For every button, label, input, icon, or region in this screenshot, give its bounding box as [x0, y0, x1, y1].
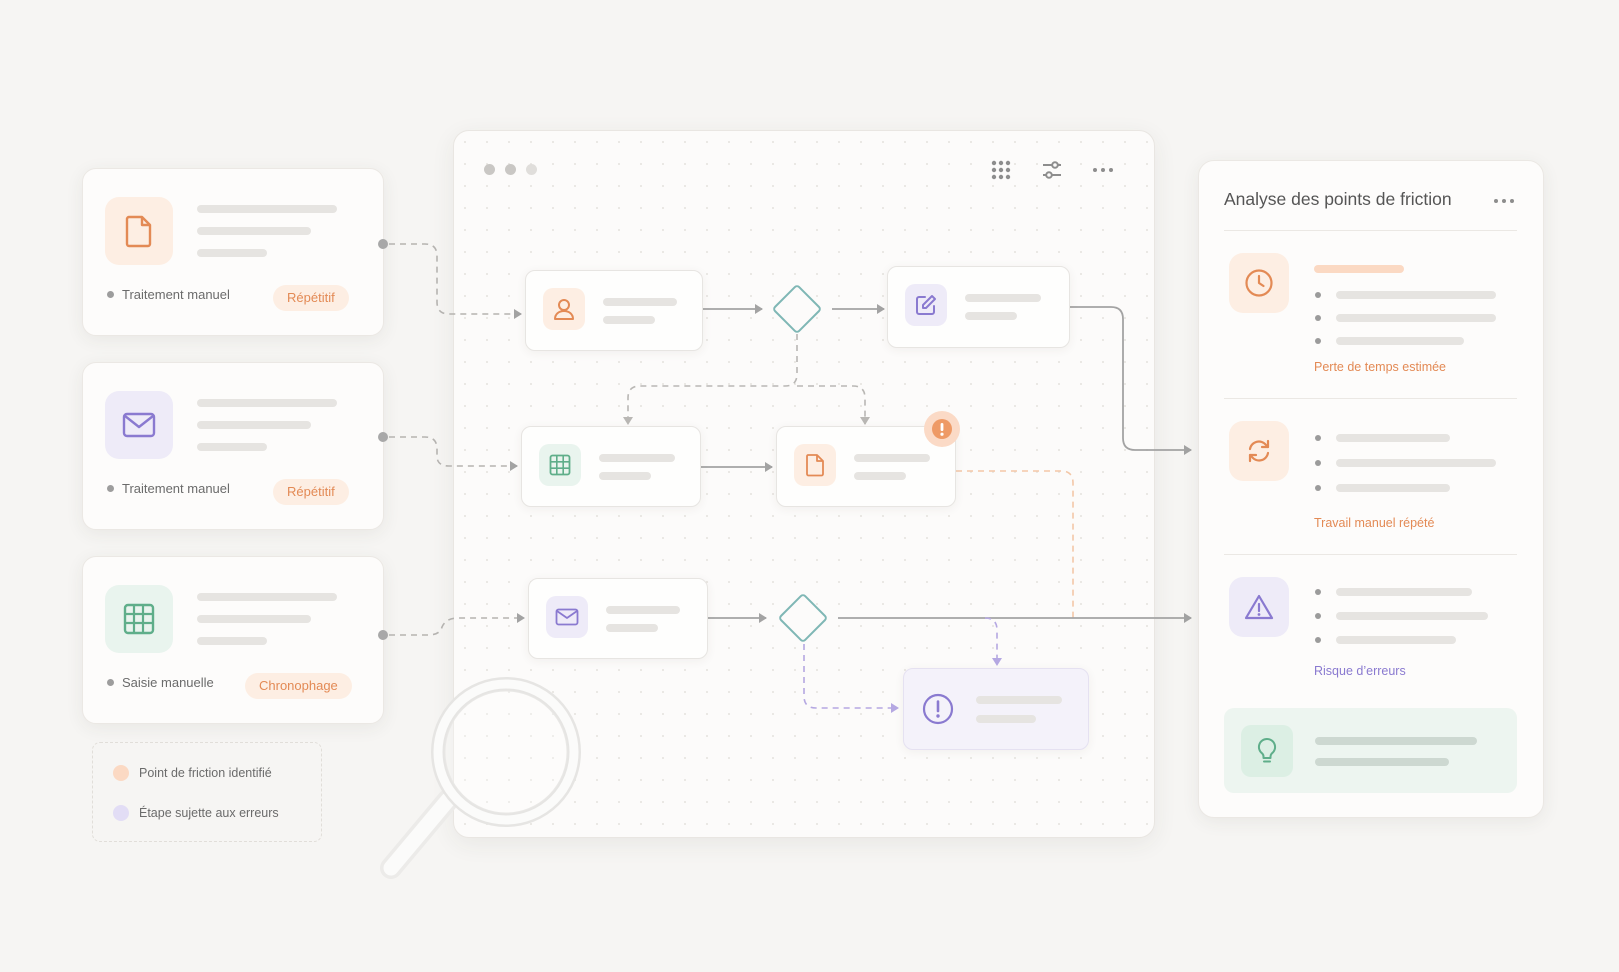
source-meta: Traitement manuel	[107, 481, 230, 496]
more-icon[interactable]	[1493, 191, 1515, 209]
mail-icon	[105, 391, 173, 459]
section-label-errors: Risque d’erreurs	[1314, 664, 1406, 678]
edit-step-node[interactable]	[887, 266, 1070, 348]
user-icon	[543, 288, 585, 330]
legend: Point de friction identifié Étape sujett…	[92, 742, 322, 842]
mail-step-node[interactable]	[528, 578, 708, 659]
panel-title: Analyse des points de friction	[1224, 189, 1452, 209]
edit-icon	[905, 284, 947, 326]
legend-friction-label: Point de friction identifié	[139, 766, 272, 780]
source-card-2[interactable]: Traitement manuel Répétitif	[82, 362, 384, 530]
source-meta: Traitement manuel	[107, 287, 230, 302]
lightbulb-icon	[1241, 725, 1293, 777]
refresh-icon	[1229, 421, 1289, 481]
spreadsheet-step-node[interactable]	[521, 426, 701, 507]
spreadsheet-icon	[105, 585, 173, 653]
mail-icon	[546, 596, 588, 638]
section-label-manual: Travail manuel répété	[1314, 516, 1435, 530]
tag-badge: Répétitif	[273, 285, 349, 311]
grid-icon[interactable]	[990, 159, 1012, 181]
sliders-icon[interactable]	[1041, 159, 1063, 181]
document-icon	[794, 444, 836, 486]
document-icon	[105, 197, 173, 265]
friction-legend-swatch	[113, 765, 129, 781]
source-meta: Saisie manuelle	[107, 675, 214, 690]
magnifier-icon	[368, 676, 588, 896]
insight-box[interactable]	[1224, 708, 1517, 793]
spreadsheet-icon	[539, 444, 581, 486]
warning-icon	[1229, 577, 1289, 637]
more-icon[interactable]	[1092, 161, 1114, 179]
user-step-node[interactable]	[525, 270, 703, 351]
document-step-node[interactable]	[776, 426, 956, 507]
alert-circle-icon	[922, 693, 954, 725]
friction-analysis-panel: Analyse des points de friction Perte de …	[1198, 160, 1544, 818]
source-card-3[interactable]: Saisie manuelle Chronophage	[82, 556, 384, 724]
clock-icon	[1229, 253, 1289, 313]
tag-badge: Répétitif	[273, 479, 349, 505]
friction-alert-badge	[924, 411, 960, 447]
tag-badge: Chronophage	[245, 673, 352, 699]
source-card-1[interactable]: Traitement manuel Répétitif	[82, 168, 384, 336]
window-controls	[484, 164, 537, 175]
section-label-time: Perte de temps estimée	[1314, 360, 1447, 374]
legend-error-label: Étape sujette aux erreurs	[139, 806, 279, 820]
error-legend-swatch	[113, 805, 129, 821]
error-step-node[interactable]	[903, 668, 1089, 750]
